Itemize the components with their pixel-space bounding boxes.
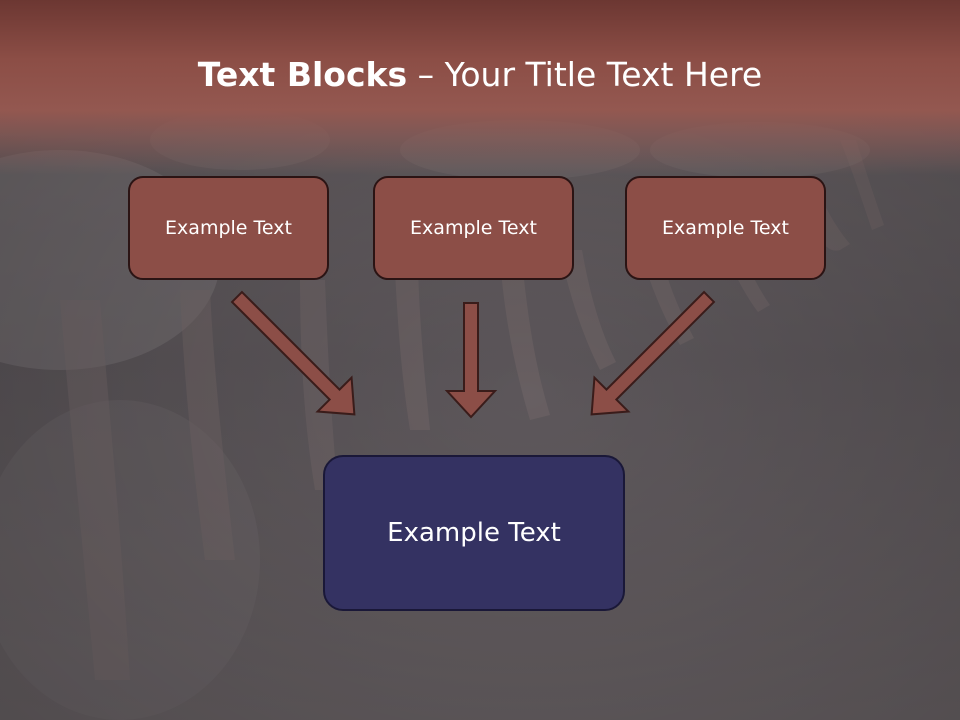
title-bold: Text Blocks	[197, 55, 408, 94]
text-block-left-label: Example Text	[165, 217, 292, 239]
text-block-center-label: Example Text	[387, 518, 561, 548]
arrow-right-diagonal	[590, 290, 716, 416]
text-block-right[interactable]: Example Text	[625, 176, 826, 280]
header-band	[0, 0, 960, 175]
text-block-middle[interactable]: Example Text	[373, 176, 574, 280]
slide-title: Text Blocks – Your Title Text Here	[0, 52, 960, 98]
text-block-middle-label: Example Text	[410, 217, 537, 239]
text-block-center[interactable]: Example Text	[323, 455, 625, 611]
title-rest: – Your Title Text Here	[407, 55, 763, 94]
text-block-right-label: Example Text	[662, 217, 789, 239]
arrow-middle-down	[444, 302, 498, 419]
arrow-left-diagonal	[230, 290, 356, 416]
text-block-left[interactable]: Example Text	[128, 176, 329, 280]
